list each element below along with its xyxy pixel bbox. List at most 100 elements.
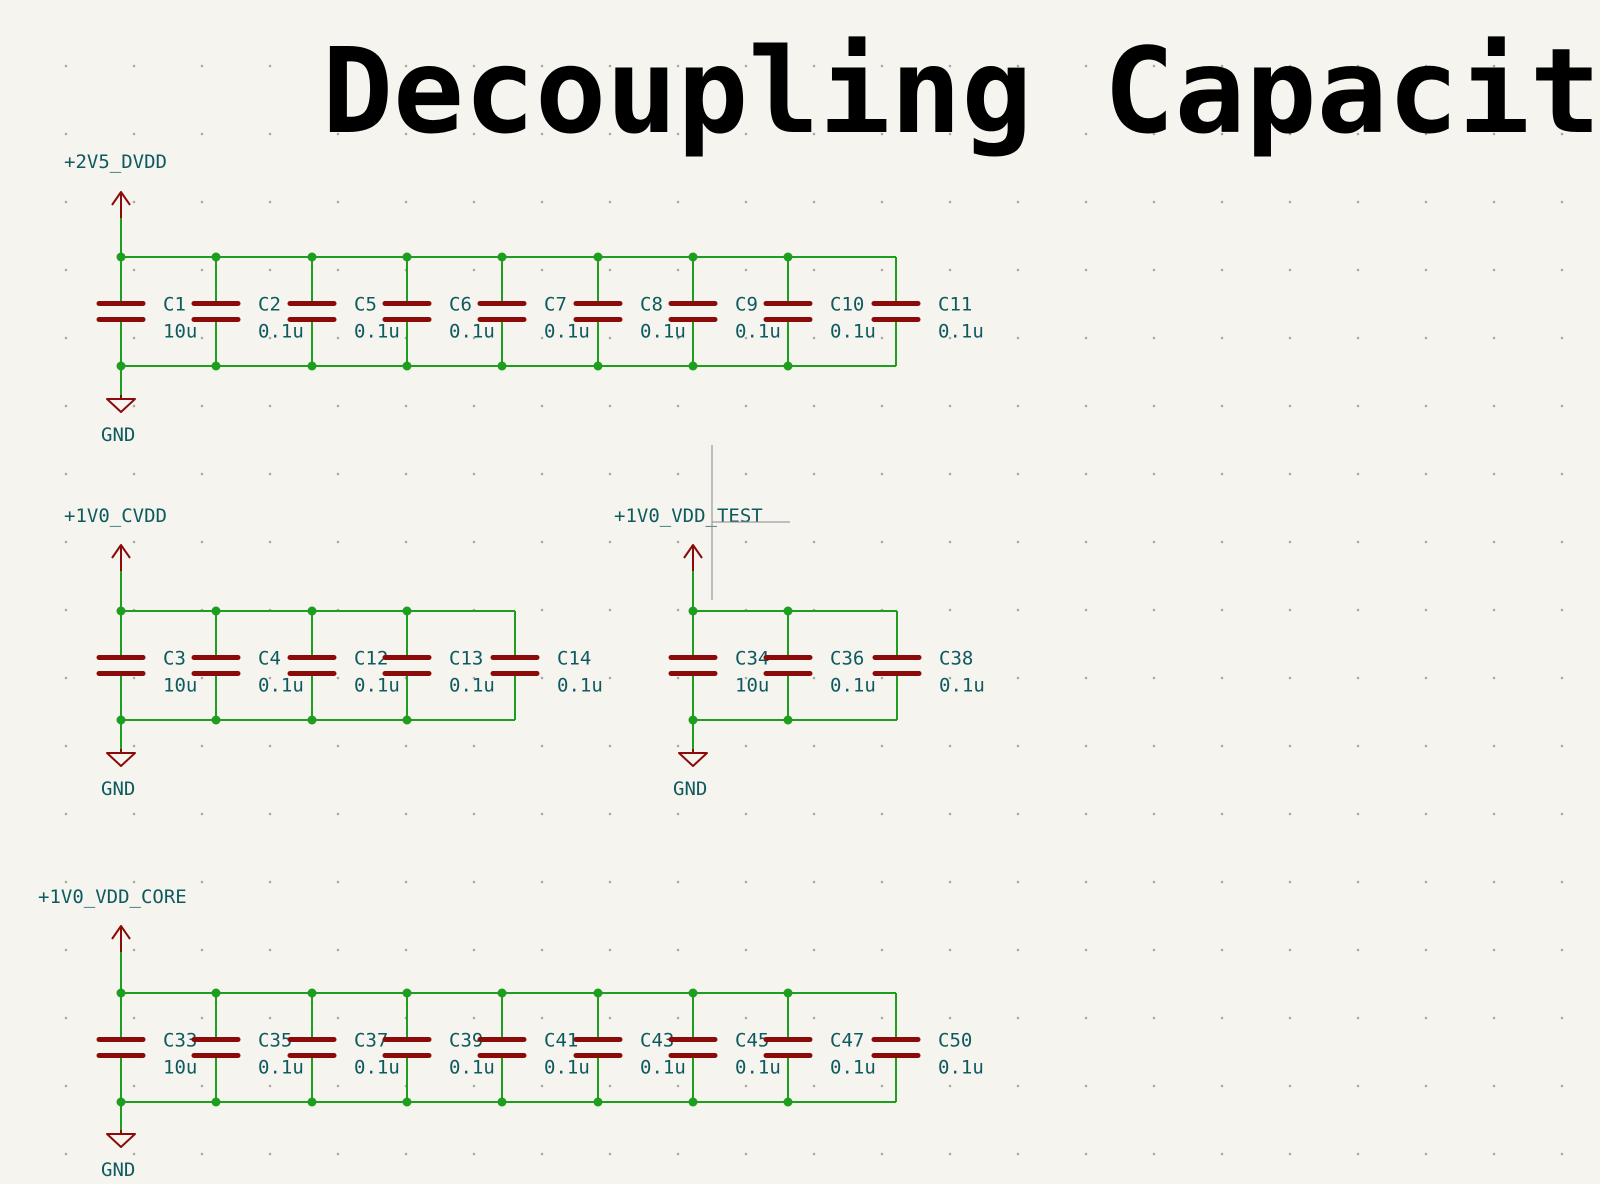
junction-dot [116, 252, 126, 262]
net-label: +1V0_VDD_CORE [38, 886, 187, 908]
junction-dot [211, 988, 221, 998]
junction-dot [783, 361, 793, 371]
capacitor-value: 10u [163, 321, 197, 343]
capacitor[interactable]: C20.1u [191, 257, 304, 366]
capacitor-value: 0.1u [258, 1057, 304, 1079]
capacitor-ref: C50 [938, 1030, 972, 1052]
capacitor-ref: C45 [735, 1030, 769, 1052]
capacitor-value: 0.1u [938, 321, 984, 343]
capacitor-value: 0.1u [449, 321, 495, 343]
capacitor-value: 0.1u [735, 321, 781, 343]
sheet-title: Decoupling Capacitors [322, 22, 1600, 160]
capacitor-ref: C13 [449, 648, 483, 670]
capacitor-value: 0.1u [258, 321, 304, 343]
capacitor-ref: C3 [163, 648, 186, 670]
capacitor[interactable]: C45 0.1u [668, 993, 781, 1102]
capacitor-value: 0.1u [735, 1057, 781, 1079]
capacitor[interactable]: C43 0.1u [573, 993, 686, 1102]
capacitor-ref: C9 [735, 294, 758, 316]
capacitor-ref: C8 [640, 294, 663, 316]
capacitor[interactable]: C50 0.1u [871, 993, 984, 1102]
junction-dot [783, 715, 793, 725]
junction-dot [783, 988, 793, 998]
capacitor-ref: C38 [939, 648, 973, 670]
junction-dot [402, 988, 412, 998]
ground-icon [106, 749, 136, 767]
junction-dot [688, 361, 698, 371]
capacitor[interactable]: C6 0.1u [382, 257, 495, 366]
junction-dot [688, 988, 698, 998]
net-label: +1V0_VDD_TEST [614, 505, 763, 527]
rail-group: +1V0_VDD_COREC3310uC350.1uC370.1uC390.1u… [38, 886, 984, 1181]
capacitor[interactable]: C40.1u [191, 611, 304, 720]
capacitor-value: 0.1u [938, 1057, 984, 1079]
junction-dot [593, 1097, 603, 1107]
junction-dot [497, 988, 507, 998]
capacitor-value: 0.1u [640, 321, 686, 343]
capacitor-ref: C43 [640, 1030, 674, 1052]
junction-dot [783, 252, 793, 262]
capacitor-ref: C41 [544, 1030, 578, 1052]
capacitor-ref: C47 [830, 1030, 864, 1052]
junction-dot [211, 252, 221, 262]
rail-group: +1V0_CVDDC310uC40.1uC120.1uC130.1uC140.1… [64, 505, 603, 800]
capacitor[interactable]: C70.1u [477, 257, 590, 366]
capacitor[interactable]: C9 0.1u [668, 257, 781, 366]
junction-dot [497, 361, 507, 371]
capacitor-value: 10u [735, 675, 769, 697]
capacitor[interactable]: C47 0.1u [763, 993, 876, 1102]
junction-dot [783, 606, 793, 616]
capacitor-ref: C5 [354, 294, 377, 316]
net-label: +2V5_DVDD [64, 151, 167, 173]
capacitor-ref: C10 [830, 294, 864, 316]
junction-dot [307, 252, 317, 262]
capacitor[interactable]: C50.1u [287, 257, 400, 366]
capacitor-ref: C12 [354, 648, 388, 670]
junction-dot [116, 606, 126, 616]
junction-dot [688, 606, 698, 616]
capacitor-value: 0.1u [544, 321, 590, 343]
capacitor-ref: C1 [163, 294, 186, 316]
capacitor[interactable]: C8 0.1u [573, 257, 686, 366]
junction-dot [593, 361, 603, 371]
junction-dot [402, 361, 412, 371]
capacitor-value: 0.1u [354, 675, 400, 697]
capacitor-ref: C14 [557, 648, 591, 670]
capacitor[interactable]: C12 0.1u [287, 611, 400, 720]
junction-dot [307, 606, 317, 616]
capacitor-value: 0.1u [640, 1057, 686, 1079]
capacitor-ref: C33 [163, 1030, 197, 1052]
capacitor[interactable]: C14 0.1u [490, 611, 603, 720]
junction-dot [211, 1097, 221, 1107]
junction-dot [211, 606, 221, 616]
junction-dot [593, 252, 603, 262]
junction-dot [307, 988, 317, 998]
junction-dot [307, 1097, 317, 1107]
junction-dot [211, 361, 221, 371]
junction-dot [497, 1097, 507, 1107]
capacitor-value: 0.1u [830, 1057, 876, 1079]
junction-dot [688, 1097, 698, 1107]
capacitor-ref: C39 [449, 1030, 483, 1052]
junction-dot [402, 606, 412, 616]
capacitor-value: 0.1u [557, 675, 603, 697]
rail-group: +2V5_DVDDC110uC20.1uC50.1uC60.1uC70.1uC8… [64, 151, 984, 446]
capacitor-ref: C6 [449, 294, 472, 316]
capacitor-ref: C37 [354, 1030, 388, 1052]
junction-dot [688, 252, 698, 262]
